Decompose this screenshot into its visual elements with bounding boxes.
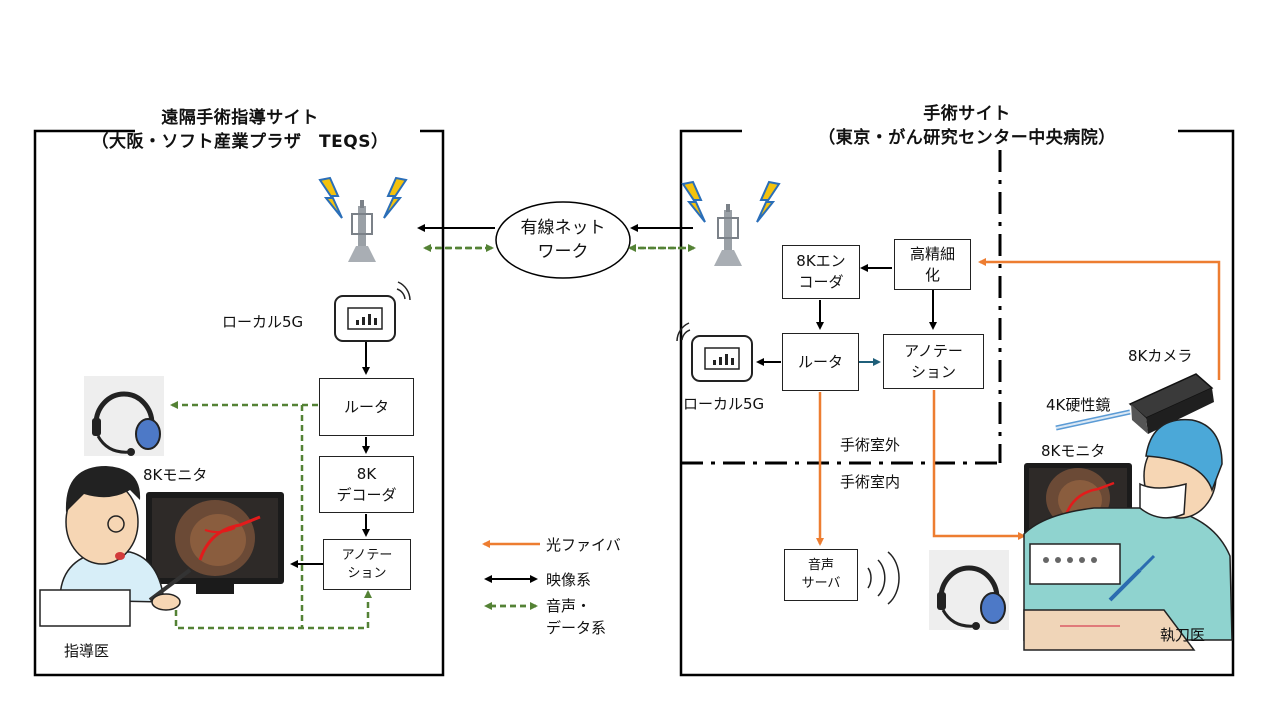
antenna-left-icon (318, 176, 408, 262)
legend-video-label: 映像系 (546, 571, 592, 589)
antenna-right-icon (681, 180, 781, 266)
right-router-box: ルータ (782, 333, 859, 391)
right-monitor-label: 8Kモニタ (1041, 442, 1106, 460)
right-site-frame (679, 129, 1235, 677)
left-annotation-box: アノテー ション (323, 539, 411, 590)
encoder-label-line2: コーダ (798, 273, 844, 291)
wired-network-ellipse (495, 201, 631, 279)
right-annotation-line2: ション (910, 362, 956, 381)
left-site-title-line1: 遠隔手術指導サイト (161, 108, 319, 128)
encoder-box: 8Kエン コーダ (782, 245, 860, 299)
decoder-label-line2: デコーダ (336, 485, 397, 504)
local5g-device-right (676, 322, 753, 382)
audio-loop-left (170, 401, 372, 630)
instructor-label: 指導医 (64, 642, 110, 660)
surgeon-label: 執刀医 (1160, 626, 1206, 644)
fiber-lines (816, 258, 1221, 546)
hires-label-line2: 化 (924, 265, 940, 284)
left-local5g-label: ローカル5G (222, 313, 304, 331)
right-router-label: ルータ (797, 352, 843, 371)
monitor-left-icon (146, 492, 284, 594)
left-site-title: 遠隔手術指導サイト （大阪・ソフト産業プラザ TEQS） (60, 106, 420, 154)
audio-server-box: 音声 サーバ (784, 549, 858, 601)
right-annotation-box: アノテー ション (883, 334, 984, 389)
legend-audio-line1: 音声・ (546, 597, 592, 615)
sound-waves-icon (867, 551, 900, 605)
right-site-title: 手術サイト （東京・がん研究センター中央病院） (752, 102, 1182, 150)
wired-network: 有線ネット ワーク (498, 216, 628, 264)
hires-label-line1: 高精細 (909, 244, 955, 263)
right-local5g-label: ローカル5G (683, 395, 765, 413)
camera-8k-icon (1128, 373, 1214, 434)
encoder-label-line1: 8Kエン (796, 252, 846, 270)
hires-box: 高精細 化 (894, 239, 971, 290)
surgeon-icon (1023, 418, 1233, 651)
wired-network-line2: ワーク (537, 242, 589, 262)
rigid-scope-4k-icon (1055, 409, 1131, 431)
inside-or-label: 手術室内 (840, 473, 901, 491)
left-site-frame (33, 129, 445, 677)
wired-network-line1: 有線ネット (520, 218, 606, 238)
legend-audio: 音声・ データ系 (546, 595, 606, 639)
scope-label: 4K硬性鏡 (1046, 396, 1111, 414)
right-annotation-line1: アノテー (904, 341, 963, 360)
left-site-title-line2: （大阪・ソフト産業プラザ TEQS） (91, 132, 389, 152)
camera-label: 8Kカメラ (1128, 347, 1193, 365)
audio-server-line2: サーバ (801, 576, 841, 591)
decoder-label-line1: 8K (356, 464, 377, 483)
outside-or-label: 手術室外 (840, 436, 901, 454)
left-router-label: ルータ (343, 397, 389, 416)
right-site-title-line1: 手術サイト (923, 104, 1011, 124)
left-annotation-line2: ション (347, 565, 387, 581)
local5g-device-left (334, 281, 411, 342)
audio-server-line1: 音声 (807, 558, 834, 573)
legend-fiber-label: 光ファイバ (546, 536, 621, 554)
headset-right-icon (929, 550, 1009, 630)
left-router-box: ルータ (319, 378, 414, 436)
operating-room-boundary (681, 150, 1002, 465)
decoder-box: 8K デコーダ (319, 456, 414, 513)
left-monitor-label: 8Kモニタ (143, 466, 208, 484)
instructor-doctor-icon (39, 466, 192, 627)
right-site-title-line2: （東京・がん研究センター中央病院） (818, 128, 1116, 148)
headset-left-icon (84, 376, 164, 456)
legend-audio-line2: データ系 (546, 619, 607, 637)
left-annotation-line1: アノテー (341, 547, 393, 563)
